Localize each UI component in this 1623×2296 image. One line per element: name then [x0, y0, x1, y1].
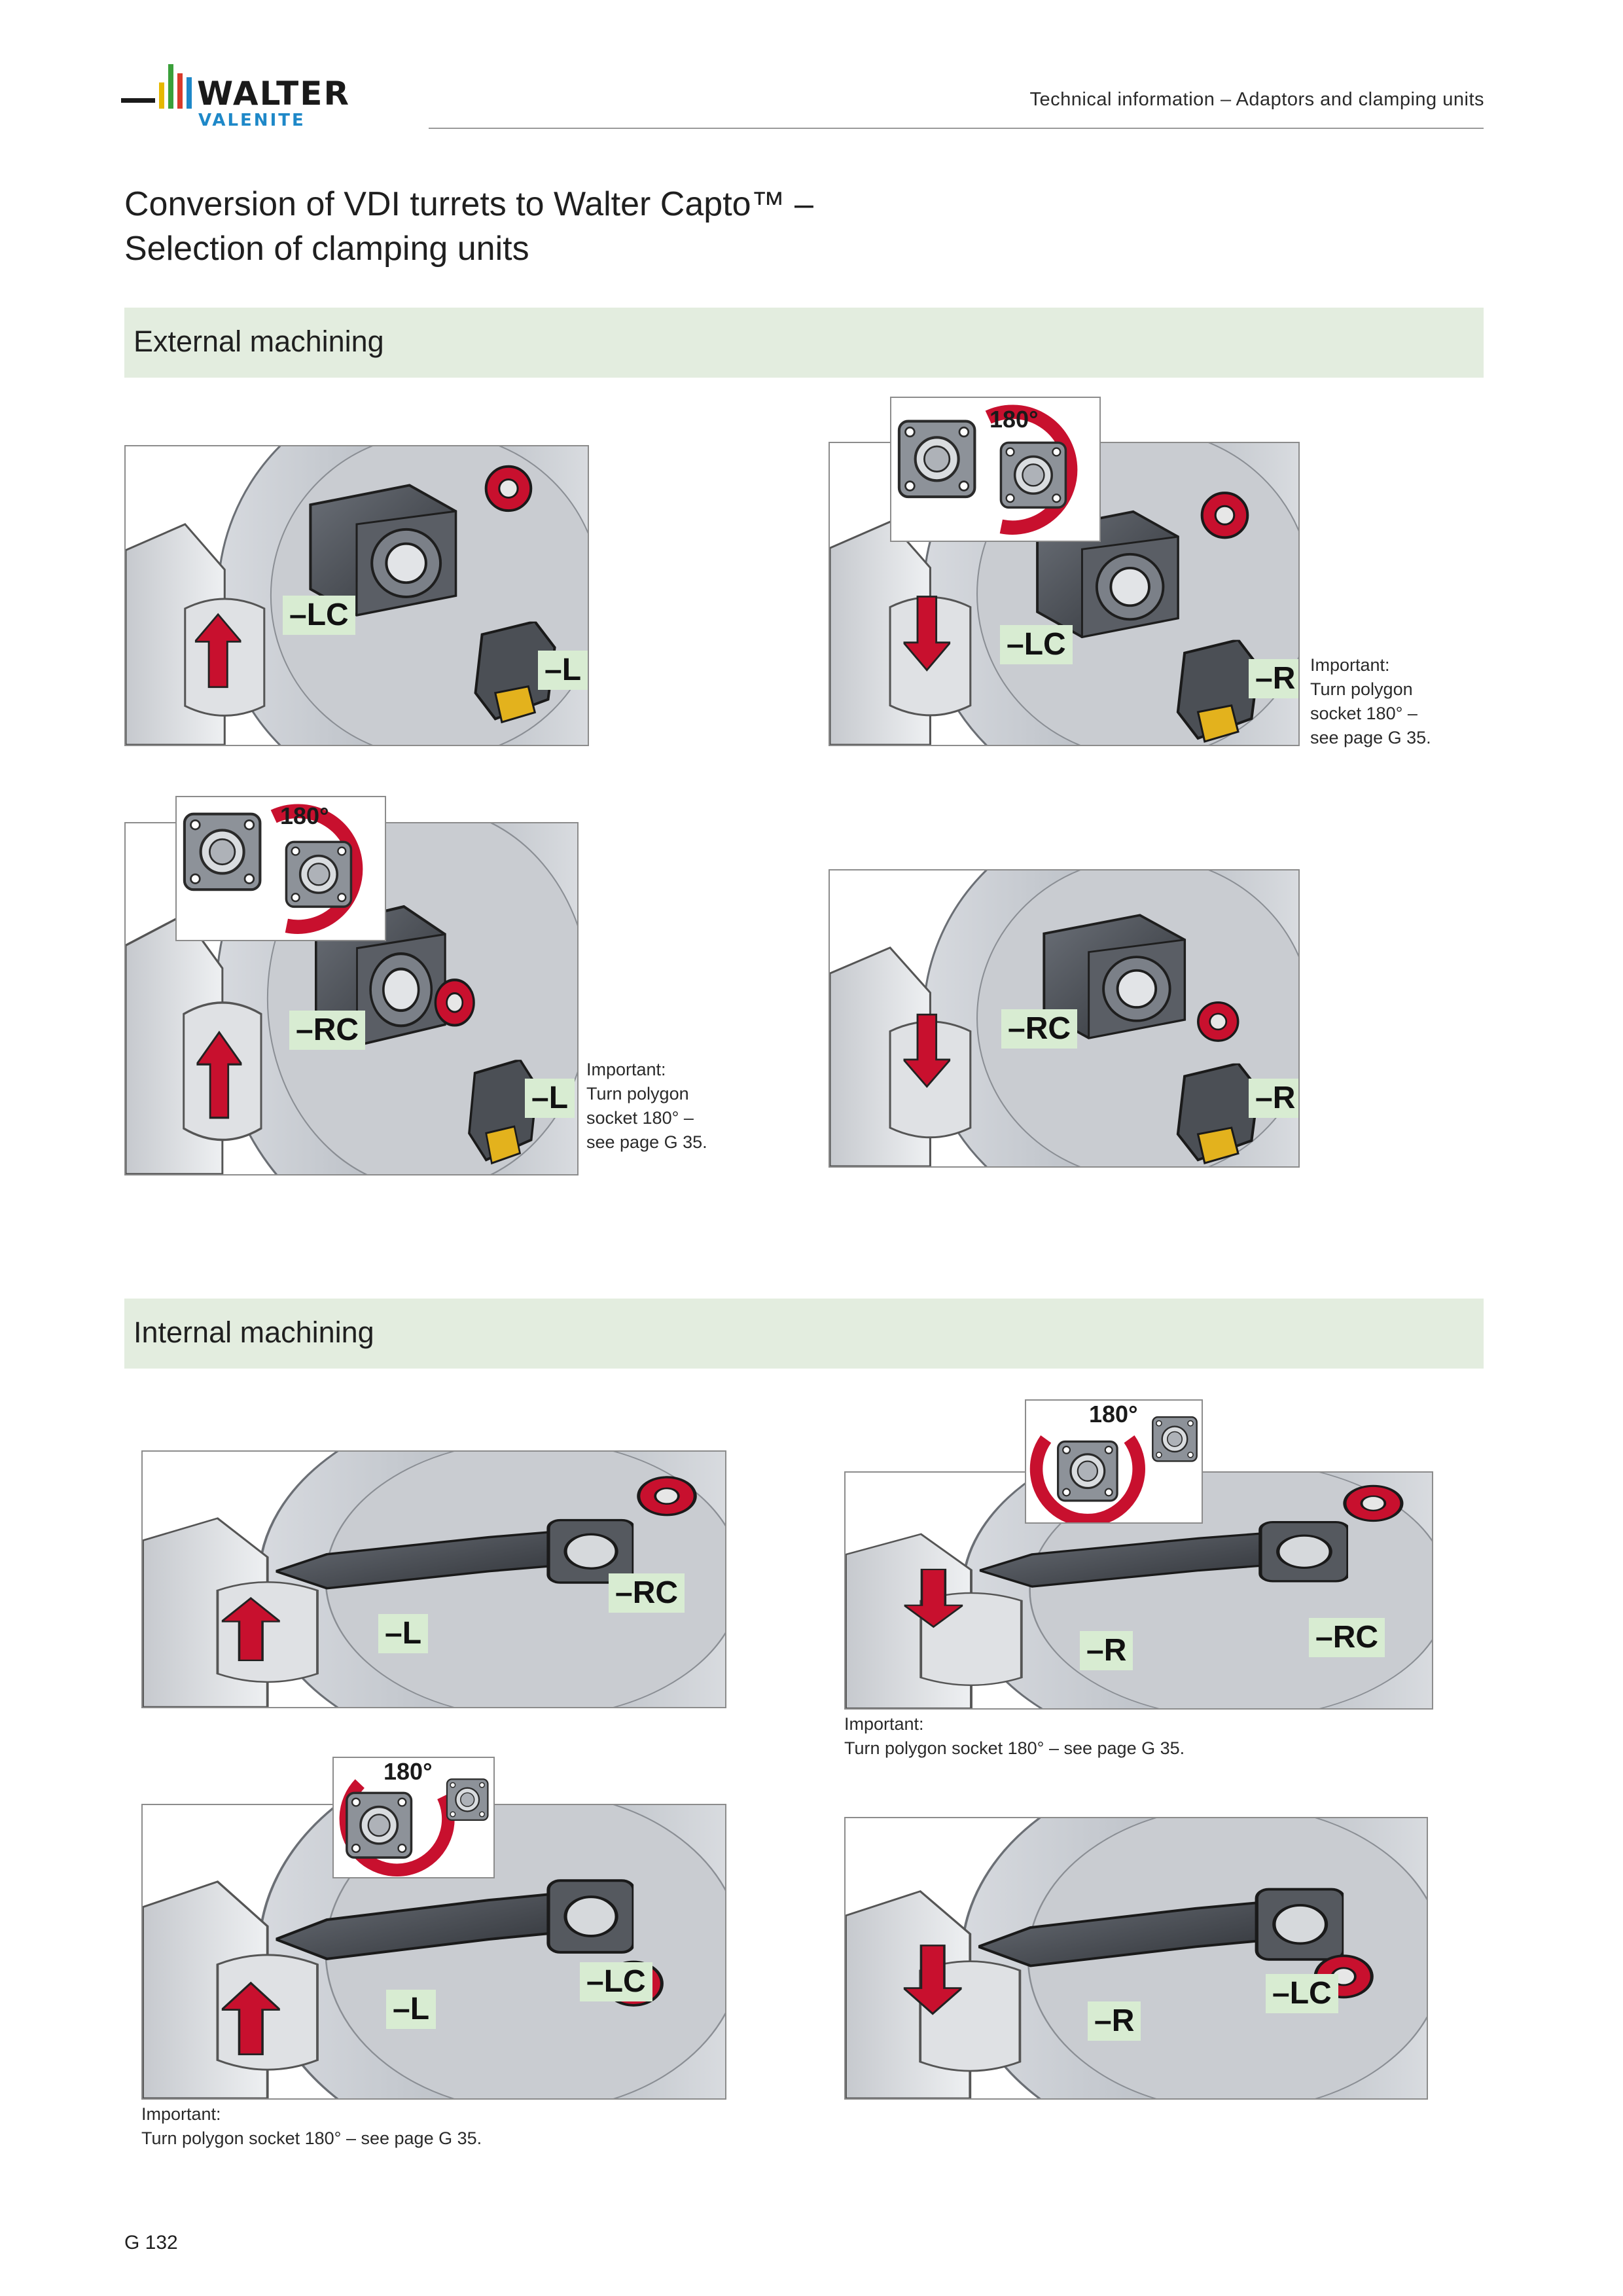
polygon-socket-icon: [185, 814, 260, 889]
tool-label: –L: [538, 651, 588, 690]
important-note: Important: Turn polygon socket 180° – se…: [141, 2104, 482, 2148]
important-note: Important: Turn polygon socket 180° – se…: [1310, 655, 1431, 747]
figure-external-rc-r: –RC –R: [829, 869, 1300, 1168]
rotation-label: 180°: [383, 1758, 433, 1785]
tool-label: –R: [1249, 1079, 1298, 1118]
polygon-socket-icon: [446, 1778, 490, 1821]
section-heading-external: External machining: [134, 325, 384, 358]
rotation-label: 180°: [280, 802, 329, 829]
polygon-socket-rotated-icon: [999, 441, 1067, 509]
svg-text:VALENITE: VALENITE: [198, 111, 306, 130]
unit-label: –RC: [289, 1011, 366, 1050]
unit-label: –LC: [1000, 625, 1073, 664]
turret-illustration: [846, 1818, 1427, 2098]
rotation-inset: 180°: [332, 1757, 495, 1878]
section-band-internal: Internal machining: [124, 1299, 1484, 1369]
header-section-title: Technical information – Adaptors and cla…: [1029, 89, 1484, 110]
rotation-label: 180°: [1089, 1401, 1138, 1427]
unit-label: –RC: [609, 1573, 685, 1613]
tool-label: –L: [525, 1079, 575, 1118]
section-band-external: External machining: [124, 308, 1484, 378]
rotation-inset: 180°: [890, 397, 1101, 542]
page-title-line-2: Selection of clamping units: [124, 230, 529, 268]
tool-label: –L: [378, 1614, 429, 1653]
page-number: G 132: [124, 2232, 178, 2253]
section-heading-internal: Internal machining: [134, 1316, 374, 1349]
unit-label: –LC: [1266, 1974, 1338, 2013]
polygon-socket-icon: [1151, 1416, 1198, 1463]
figure-external-lc-l: –LC –L: [124, 445, 589, 746]
figure-internal-lc-l: –LC –L: [141, 1804, 726, 2100]
figure-internal-lc-r: –LC –R: [844, 1817, 1428, 2100]
svg-text:WALTER: WALTER: [197, 75, 350, 113]
page-title: Conversion of VDI turrets to Walter Capt…: [124, 182, 1171, 271]
tool-label: –R: [1249, 659, 1298, 698]
figure-internal-rc-l: –RC –L: [141, 1450, 726, 1708]
polygon-socket-rotated-icon: [345, 1791, 413, 1859]
unit-label: –RC: [1309, 1618, 1385, 1657]
tool-label: –R: [1088, 2001, 1141, 2041]
tool-label: –R: [1080, 1631, 1133, 1670]
rotation-label: 180°: [990, 406, 1039, 433]
polygon-socket-rotated-icon: [285, 840, 353, 908]
unit-label: –RC: [1001, 1009, 1078, 1049]
rotation-inset: 180°: [175, 796, 386, 941]
unit-label: –LC: [580, 1962, 652, 2001]
important-note: Important: Turn polygon socket 180° – se…: [844, 1714, 1185, 1758]
header-divider: [429, 128, 1484, 129]
tool-label: –L: [386, 1990, 437, 2029]
rotation-inset: 180°: [1025, 1399, 1203, 1524]
walter-valenite-logo: WALTER VALENITE: [121, 60, 409, 132]
polygon-socket-rotated-icon: [1056, 1440, 1118, 1502]
unit-label: –LC: [283, 596, 355, 635]
page-title-line-1: Conversion of VDI turrets to Walter Capt…: [124, 185, 813, 223]
important-note: Important: Turn polygon socket 180° – se…: [586, 1060, 707, 1152]
polygon-socket-icon: [899, 422, 974, 497]
turret-illustration: [126, 446, 588, 745]
